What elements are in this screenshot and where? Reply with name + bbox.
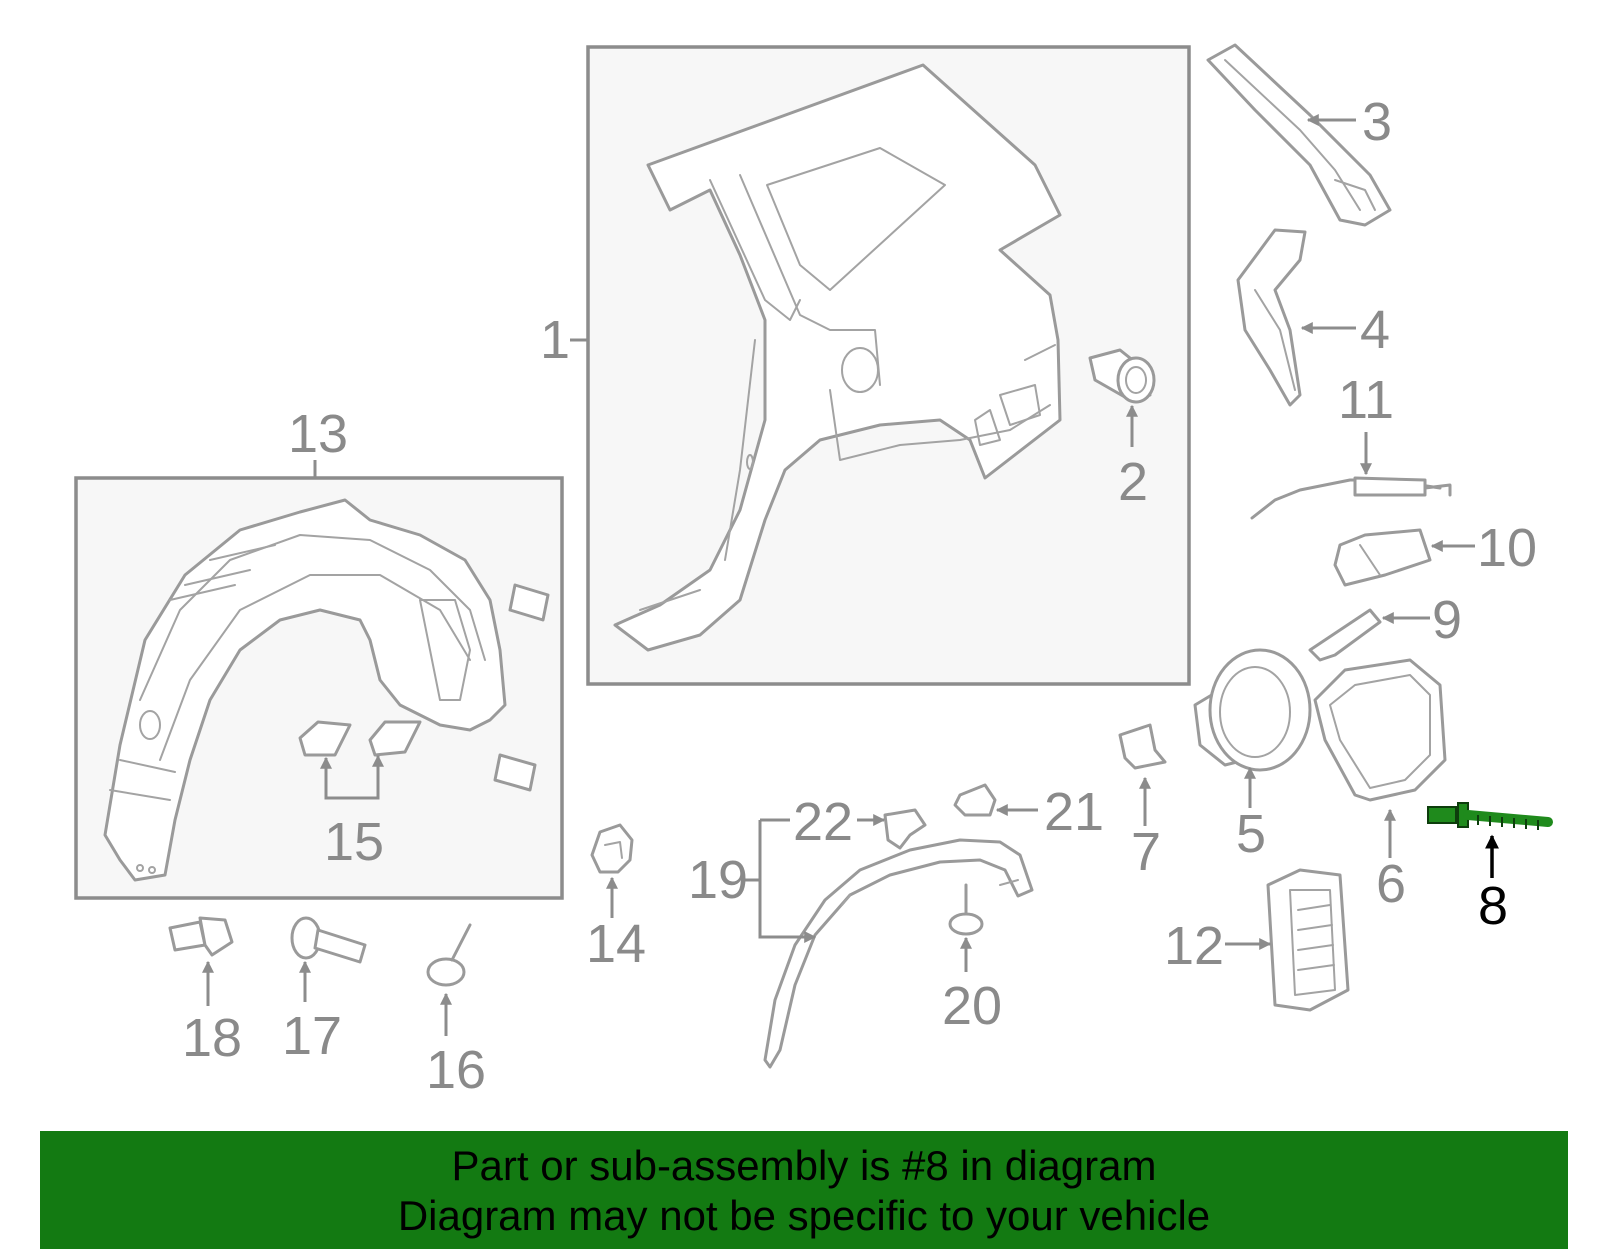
callout-2: 2 — [1118, 452, 1148, 512]
callout-19: 19 — [688, 850, 748, 910]
banner-line-1: Part or sub-assembly is #8 in diagram — [451, 1142, 1157, 1189]
actuator-group: 10 — [1333, 518, 1537, 587]
molding-part — [763, 838, 1034, 1069]
fuel-housing-group: 5 — [1193, 648, 1312, 864]
quarter-panel-part — [613, 63, 1062, 652]
callout-7: 7 — [1131, 822, 1161, 882]
fuel-door-group: 6 — [1313, 658, 1447, 914]
callout-20: 20 — [942, 976, 1002, 1036]
bracket-group: 4 — [1236, 228, 1390, 407]
callout-10: 10 — [1477, 518, 1537, 578]
callout-14: 14 — [586, 914, 646, 974]
rail-group: 3 — [1206, 43, 1392, 227]
callout-8: 8 — [1478, 876, 1508, 936]
rail-part — [1206, 43, 1392, 227]
callout-5: 5 — [1236, 804, 1266, 864]
bolt-18-group: 18 — [168, 916, 242, 1068]
vent-group: 12 — [1164, 868, 1350, 1012]
callout-22: 22 — [793, 792, 853, 852]
callout-13: 13 — [288, 404, 348, 464]
cable-group: 11 — [1250, 370, 1452, 520]
wheel-liner-part — [103, 498, 507, 882]
molding-group: 19 — [688, 818, 1034, 1069]
wheel-liner-group: 13 15 — [74, 404, 564, 900]
clip-21-group: 21 — [953, 782, 1104, 842]
callout-1: 1 — [540, 310, 570, 370]
bolt-17-group: 17 — [282, 916, 367, 1066]
quarter-panel-group: 1 — [540, 45, 1191, 686]
callout-16: 16 — [426, 1040, 486, 1100]
seal-group: 7 — [1118, 723, 1167, 882]
callout-11: 11 — [1338, 370, 1394, 430]
clip-22-group: 22 — [793, 792, 927, 852]
info-banner: Part or sub-assembly is #8 in diagram Di… — [40, 1131, 1568, 1249]
callout-3: 3 — [1362, 92, 1392, 152]
callout-15: 15 — [324, 812, 384, 872]
screw-part-8[interactable]: 8 — [1427, 802, 1553, 936]
banner-line-2: Diagram may not be specific to your vehi… — [397, 1192, 1211, 1239]
callout-18: 18 — [182, 1008, 242, 1068]
pin-20-group: 20 — [942, 883, 1002, 1036]
callout-6: 6 — [1376, 854, 1406, 914]
screw-16-group: 16 — [426, 923, 486, 1100]
callout-9: 9 — [1432, 590, 1462, 650]
plug-group: 2 — [1088, 348, 1156, 512]
callout-12: 12 — [1164, 916, 1224, 976]
pin-group: 9 — [1308, 590, 1462, 662]
callout-17: 17 — [282, 1006, 342, 1066]
callout-21: 21 — [1044, 782, 1104, 842]
clip-14-group: 14 — [586, 823, 646, 974]
callout-4: 4 — [1360, 300, 1390, 360]
